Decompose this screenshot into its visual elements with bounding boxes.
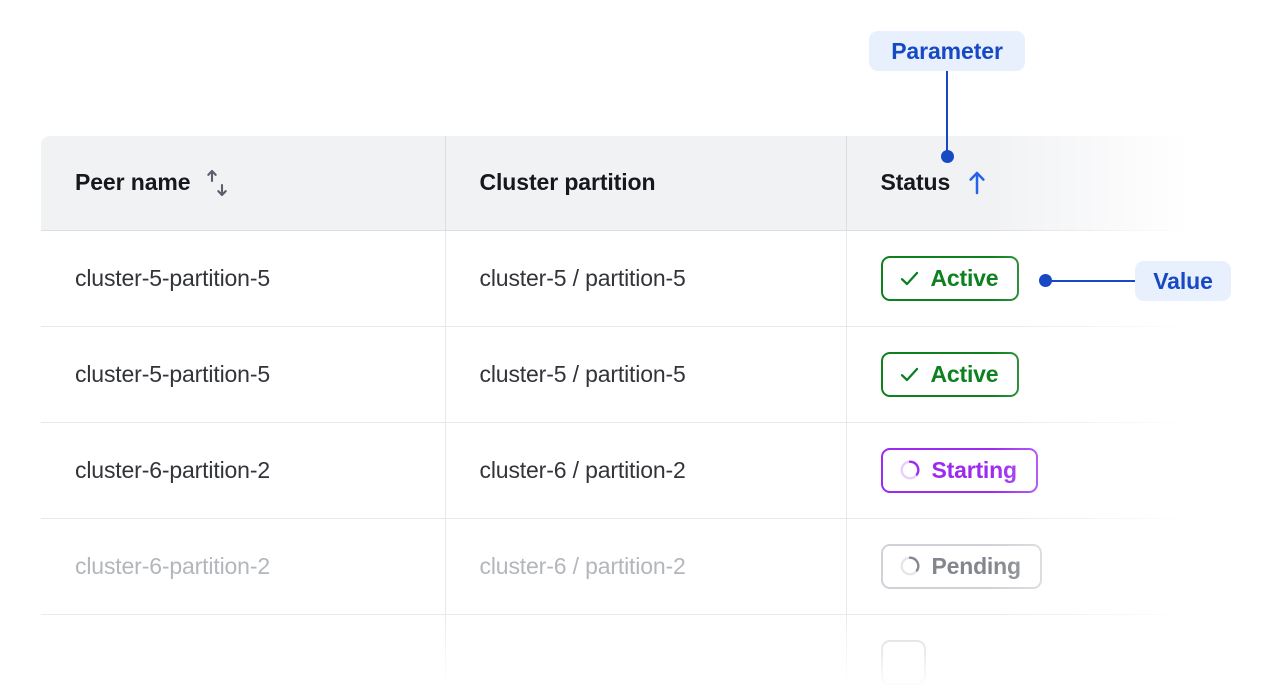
table-header: Peer name Cluster partition (41, 136, 1201, 231)
cell-cluster-partition: cluster-5 / partition-5 (445, 230, 847, 327)
parameter-connector-dot (941, 150, 954, 163)
parameter-connector-line (946, 71, 948, 156)
cell-status: Pending (846, 518, 1201, 615)
table-row[interactable]: cluster-6-partition-2 cluster-6 / partit… (41, 422, 1201, 519)
status-badge-label: Starting (931, 456, 1017, 483)
cell-status: Starting (846, 422, 1201, 519)
status-badge-active: Active (880, 255, 1020, 301)
column-header-peer-name-label: Peer name (75, 169, 191, 196)
cell-cluster-partition (445, 614, 847, 696)
status-badge-starting: Starting (880, 447, 1038, 493)
table-row[interactable]: cluster-5-partition-5 cluster-5 / partit… (41, 230, 1201, 327)
cell-cluster-partition: cluster-6 / partition-2 (445, 518, 847, 615)
status-badge-label (899, 649, 905, 676)
status-badge-active: Active (880, 351, 1020, 397)
table-row[interactable]: cluster-5-partition-5 cluster-5 / partit… (41, 326, 1201, 423)
cell-peer-name: cluster-5-partition-5 (41, 230, 446, 327)
spinner-icon (899, 555, 921, 577)
cell-peer-name: cluster-6-partition-2 (41, 422, 446, 519)
table-body: cluster-5-partition-5 cluster-5 / partit… (41, 230, 1201, 696)
table-row[interactable] (41, 614, 1201, 696)
cell-peer-name: cluster-5-partition-5 (41, 326, 446, 423)
sort-both-icon[interactable] (204, 168, 230, 198)
value-connector-line (1049, 280, 1137, 282)
cell-peer-name: cluster-6-partition-2 (41, 518, 446, 615)
column-header-cluster-partition-label: Cluster partition (479, 169, 656, 196)
table-header-row: Peer name Cluster partition (41, 136, 1201, 231)
parameter-annotation-label: Parameter (869, 31, 1025, 71)
spinner-icon (899, 459, 921, 481)
cell-status: Active (846, 326, 1201, 423)
column-header-peer-name[interactable]: Peer name (41, 136, 446, 231)
cell-status: Active (846, 230, 1201, 327)
column-header-status-label: Status (880, 169, 951, 196)
value-annotation-label: Value (1135, 261, 1231, 301)
status-badge-label: Pending (931, 552, 1022, 579)
check-icon (899, 364, 920, 385)
arrow-up-icon[interactable] (964, 168, 990, 198)
peer-table-container: Peer name Cluster partition (41, 136, 1201, 696)
status-badge-label: Active (930, 360, 999, 387)
status-badge-label: Active (930, 264, 999, 291)
cell-peer-name (41, 614, 446, 696)
peer-table: Peer name Cluster partition (41, 136, 1201, 696)
value-connector-dot (1039, 274, 1052, 287)
cell-cluster-partition: cluster-6 / partition-2 (445, 422, 847, 519)
table-row[interactable]: cluster-6-partition-2 cluster-6 / partit… (41, 518, 1201, 615)
cell-cluster-partition: cluster-5 / partition-5 (445, 326, 847, 423)
check-icon (899, 268, 920, 289)
column-header-status[interactable]: Status (846, 136, 1201, 231)
status-badge-pending: Pending (880, 543, 1042, 589)
status-badge-pending (880, 639, 926, 685)
column-header-cluster-partition[interactable]: Cluster partition (445, 136, 847, 231)
cell-status (846, 614, 1201, 696)
